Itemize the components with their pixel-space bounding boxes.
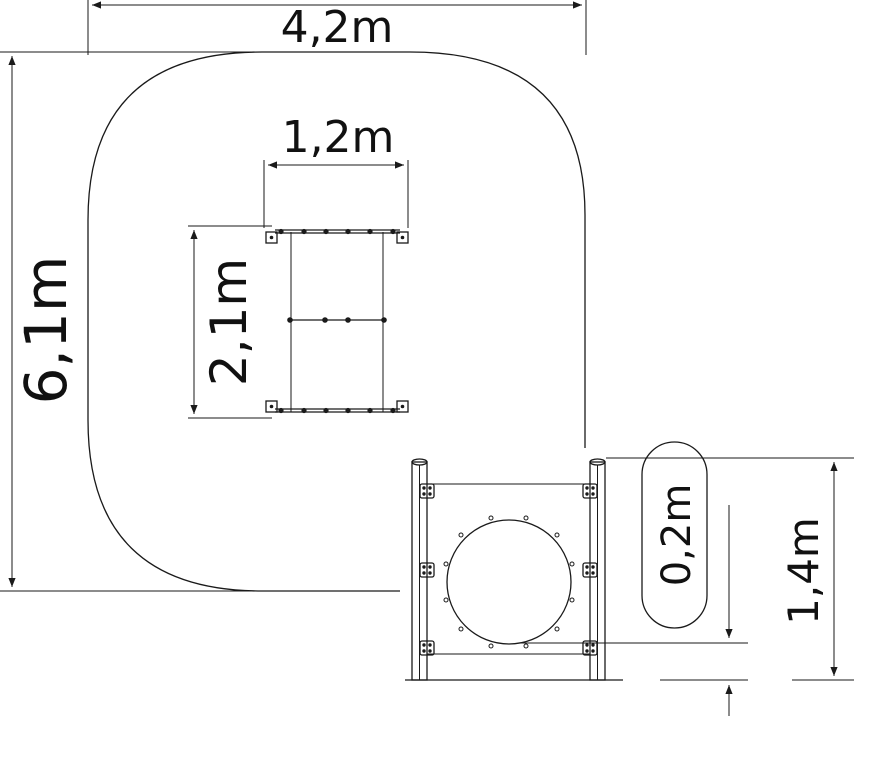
height-label: 1,4m [779,517,828,625]
front-panel [426,483,591,655]
post-top-right [396,231,409,244]
post-bottom-left [265,400,278,413]
safety-zone-outline [87,51,586,592]
total-length-dimension: 6,1m [0,51,262,592]
total-width-dimension: 4,2m [87,0,587,55]
equipment-top-view [265,228,409,414]
equipment-front-view [405,458,623,681]
circular-opening [446,519,572,645]
total-length-label: 6,1m [12,256,80,405]
height-dimension: 1,4m [606,457,854,681]
module-width-dimension: 1,2m [263,112,409,228]
clearance-capsule [641,441,708,629]
total-width-label: 4,2m [281,2,394,53]
module-length-label: 2,1m [200,258,258,386]
panel-brackets [419,483,598,656]
module-width-label: 1,2m [282,112,395,163]
post-bottom-right [396,400,409,413]
ground-clearance-label: 0,2m [654,484,700,587]
ground-clearance-dimension: 0,2m [520,441,748,716]
module-length-dimension: 2,1m [188,225,272,419]
opening-bolt-ring [443,515,575,649]
post-top-left [265,231,278,244]
